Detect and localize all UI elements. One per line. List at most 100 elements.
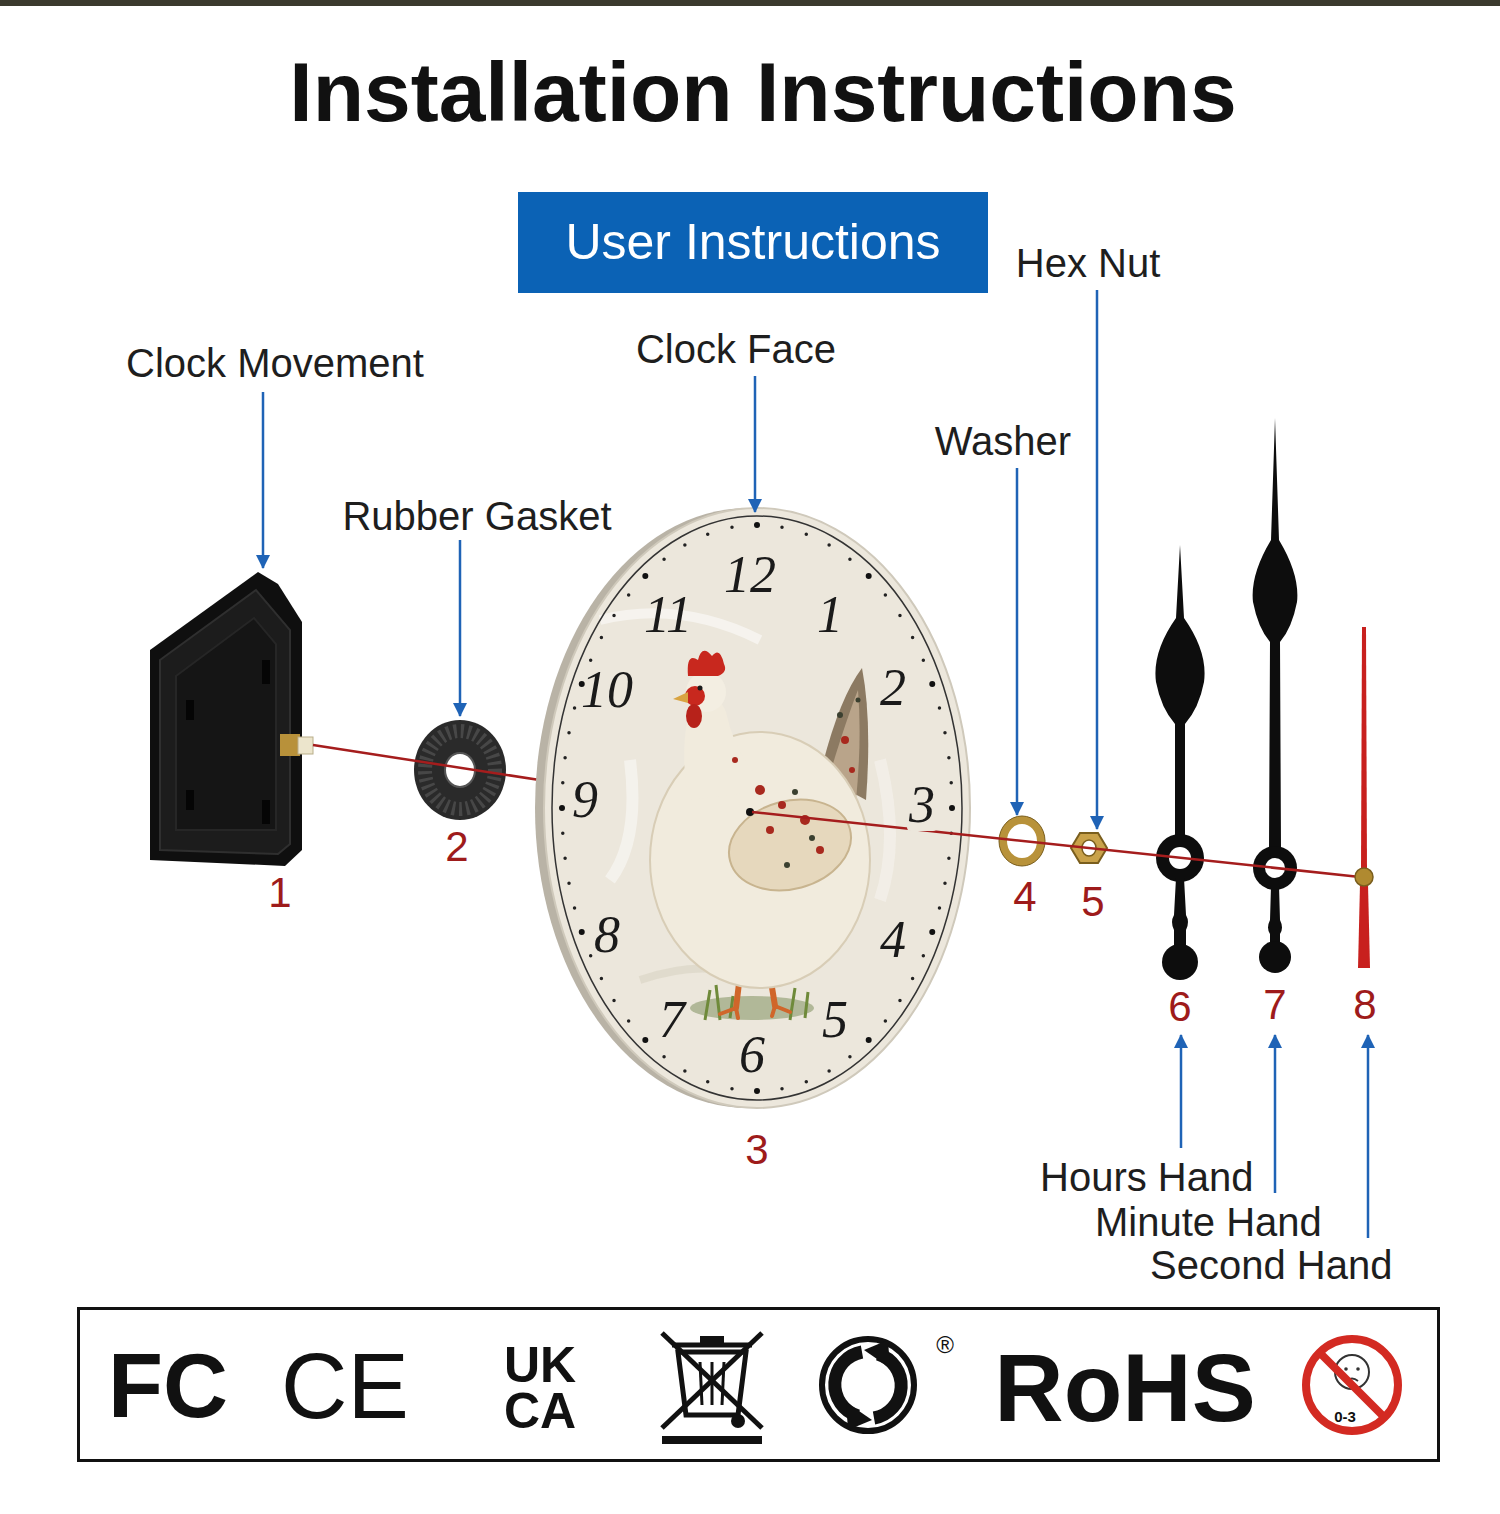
clock-numeral: 7 bbox=[659, 994, 685, 1046]
rooster-picture bbox=[841, 736, 849, 744]
axis-line bbox=[752, 812, 1360, 877]
clock-face bbox=[535, 508, 970, 1108]
clock-numeral: 4 bbox=[880, 914, 906, 966]
clock-numeral: 9 bbox=[572, 774, 598, 826]
hours-hand bbox=[1162, 944, 1198, 980]
weee-bin-icon bbox=[700, 1336, 724, 1344]
rooster-picture bbox=[766, 826, 774, 834]
callout-number: 5 bbox=[1081, 881, 1104, 923]
clock-numeral: 6 bbox=[739, 1029, 765, 1081]
no-children-sign bbox=[1320, 1353, 1384, 1417]
rubber-gasket bbox=[414, 720, 506, 820]
clock-movement bbox=[150, 572, 313, 866]
weee-bin-icon bbox=[662, 1436, 762, 1444]
part-name: Rubber Gasket bbox=[342, 496, 611, 536]
minute-hand bbox=[1253, 418, 1298, 973]
part-name: Clock Face bbox=[636, 329, 836, 369]
rooster-picture bbox=[650, 651, 870, 1020]
clock-face bbox=[544, 508, 970, 1108]
hours-hand bbox=[1155, 545, 1204, 840]
clock-movement bbox=[176, 618, 276, 830]
hand-name: Hours Hand bbox=[1040, 1157, 1253, 1197]
hand-name: Second Hand bbox=[1150, 1245, 1392, 1285]
leader-line bbox=[262, 392, 265, 568]
rooster-picture bbox=[719, 786, 862, 903]
rooster-picture bbox=[686, 704, 702, 728]
clock-movement bbox=[262, 660, 270, 684]
rooster-picture bbox=[732, 736, 855, 854]
rooster-picture bbox=[856, 698, 861, 703]
second-hand bbox=[1358, 627, 1370, 968]
clock-face bbox=[552, 516, 962, 1100]
no-children-sign bbox=[1306, 1339, 1398, 1431]
clock-numeral: 2 bbox=[880, 662, 906, 714]
rooster-picture bbox=[809, 835, 815, 841]
part-name: Washer bbox=[935, 421, 1071, 461]
clock-face bbox=[610, 760, 633, 880]
hours-hand bbox=[1172, 878, 1188, 948]
green-dot-icon bbox=[846, 1402, 872, 1430]
callout-number: 4 bbox=[1013, 876, 1036, 918]
callout-number: 7 bbox=[1263, 984, 1286, 1026]
part-name: Hex Nut bbox=[1016, 243, 1161, 283]
weee-bin-icon bbox=[662, 1333, 762, 1444]
clock-numeral: 8 bbox=[594, 909, 620, 961]
minute-hand bbox=[1268, 886, 1282, 944]
clock-numeral: 10 bbox=[581, 664, 633, 716]
rooster-picture bbox=[684, 697, 770, 800]
leader-line bbox=[1096, 290, 1099, 829]
top-band bbox=[0, 0, 1500, 6]
second-hand-cap bbox=[1355, 868, 1373, 886]
second-hand bbox=[1358, 884, 1370, 968]
hand-name: Minute Hand bbox=[1095, 1202, 1322, 1242]
second-hand bbox=[1361, 627, 1367, 870]
leader-line bbox=[1367, 1035, 1370, 1238]
no-children-sign bbox=[1356, 1367, 1360, 1371]
clock-movement bbox=[160, 590, 290, 854]
leader-line bbox=[754, 376, 757, 512]
fcc-mark: FC bbox=[108, 1341, 228, 1431]
ce-mark: CE bbox=[281, 1340, 409, 1432]
weee-bin-icon bbox=[731, 1414, 745, 1428]
diagram-title: Installation Instructions bbox=[289, 50, 1236, 134]
rooster-picture bbox=[720, 1006, 790, 1018]
callout-number: 1 bbox=[268, 872, 291, 914]
leader-line bbox=[1274, 1035, 1277, 1193]
callout-number: 8 bbox=[1353, 984, 1376, 1026]
clock-numeral: 11 bbox=[644, 589, 692, 641]
green-dot-icon bbox=[822, 1339, 914, 1431]
rooster-picture bbox=[816, 846, 824, 854]
leader-line bbox=[1016, 468, 1019, 815]
rubber-gasket bbox=[414, 720, 506, 820]
callout-number: 2 bbox=[445, 826, 468, 868]
clock-face bbox=[562, 525, 952, 1091]
rooster-picture bbox=[849, 767, 855, 773]
rooster-picture bbox=[837, 712, 843, 718]
certification-strip: FCCEUK CA®RoHS0-3 bbox=[77, 1307, 1440, 1462]
axis-line bbox=[313, 745, 546, 781]
clock-movement bbox=[186, 700, 194, 720]
green-dot-icon bbox=[864, 1340, 890, 1368]
clock-numeral: 1 bbox=[817, 589, 843, 641]
hours-hand bbox=[1155, 545, 1204, 980]
weee-bin-icon bbox=[662, 1333, 762, 1428]
clock-movement bbox=[186, 790, 194, 810]
clock-face bbox=[880, 760, 890, 900]
axis-line bbox=[313, 745, 546, 781]
rooster-picture bbox=[650, 732, 870, 988]
axis-line bbox=[752, 812, 1360, 877]
node-text: User Instructions bbox=[565, 215, 940, 270]
rohs-mark: RoHS bbox=[994, 1340, 1255, 1436]
rubber-gasket bbox=[425, 731, 495, 809]
no-children-sign bbox=[1344, 1367, 1348, 1371]
rooster-picture bbox=[748, 698, 861, 869]
minute-hand bbox=[1259, 941, 1291, 973]
age-warning: 0-3 bbox=[1334, 1409, 1356, 1424]
minute-hand bbox=[1253, 418, 1298, 850]
rooster-picture bbox=[698, 686, 703, 691]
clock-numeral: 12 bbox=[724, 549, 776, 601]
rooster-picture bbox=[673, 692, 688, 703]
clock-face bbox=[562, 525, 952, 1091]
clock-numeral: 3 bbox=[907, 779, 937, 831]
